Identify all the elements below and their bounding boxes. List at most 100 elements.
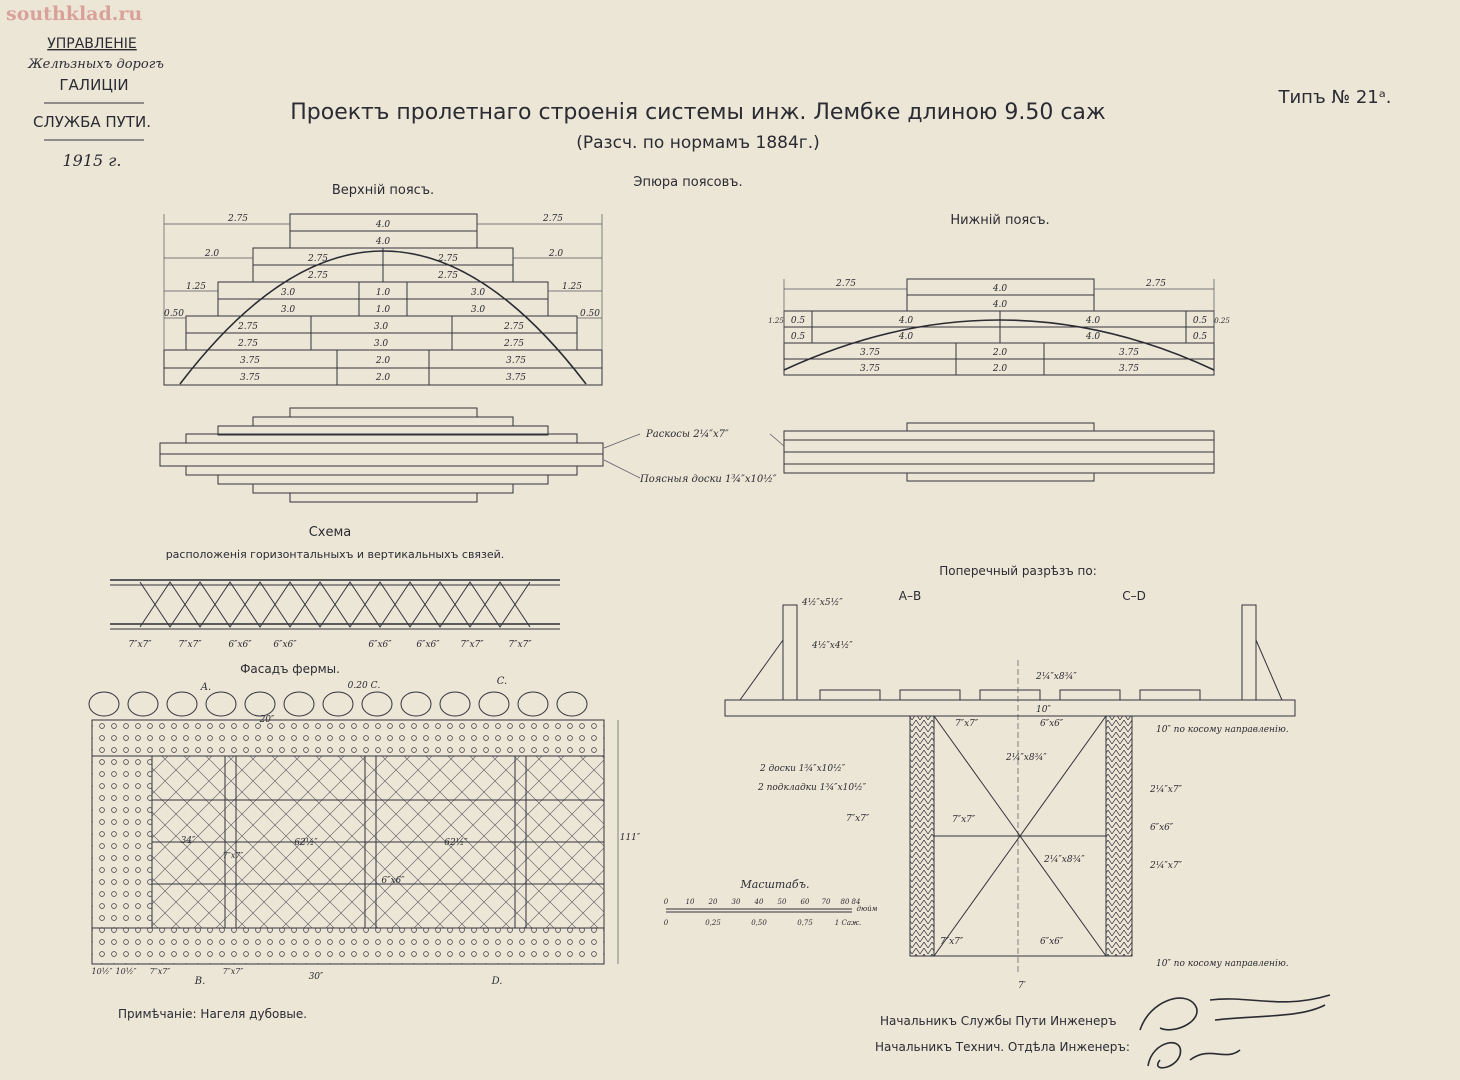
- section-dim: 7″х7″: [955, 719, 979, 729]
- section-dim: 7″х7″: [952, 815, 976, 825]
- right-post: [1241, 604, 1257, 701]
- chord-board: [428, 367, 603, 386]
- scale-bar: Масштабъ. 0 10 20 30 40 50 60 70 80 84 0…: [664, 878, 878, 927]
- scale-tick: 0: [664, 898, 669, 906]
- scale-tick: 84: [852, 898, 861, 906]
- section-dim: 2¼″х8¾″: [1035, 671, 1077, 682]
- section-dim: 2 подкладки 1¾″х10½″: [757, 782, 867, 793]
- lower-chord-plan: [783, 422, 1215, 482]
- upper-moment-curve: [179, 250, 587, 385]
- chord-board: [1043, 358, 1215, 376]
- dim-label: 1.25: [562, 282, 582, 292]
- facade-dim: 34″: [181, 836, 196, 846]
- scheme-label: 6″х6″: [273, 640, 297, 650]
- scheme-subtitle: расположенія горизонтальныхъ и вертикаль…: [166, 548, 505, 561]
- watermark: southklad.ru: [6, 3, 142, 25]
- signature-line2: Начальникъ Технич. Отдѣла Инженеръ:: [875, 1040, 1130, 1054]
- scheme-label: 7″х7″: [128, 640, 152, 650]
- board-label: 3.75: [240, 373, 260, 383]
- section-dim: 2¼″х7″: [1149, 784, 1183, 795]
- lower-chord-boards: [783, 278, 1215, 376]
- board-label: 3.75: [506, 356, 526, 366]
- scheme-label: 7″х7″: [460, 640, 484, 650]
- scheme-title: Схема: [309, 525, 352, 540]
- board-label: 4.0: [898, 316, 914, 326]
- board-label: 3.75: [240, 356, 260, 366]
- board-label: 3.0: [374, 322, 389, 332]
- scale-tick: 10: [686, 898, 695, 906]
- facade-mark-d: D.: [491, 976, 503, 987]
- upper-chord-title: Верхній поясъ.: [332, 183, 434, 198]
- board-label: 3.0: [281, 305, 296, 315]
- scheme-label: 6″х6″: [416, 640, 440, 650]
- dim-label: 2.0: [204, 249, 220, 259]
- board-label: 1.0: [376, 288, 391, 298]
- facade-dim: 7″х7″: [223, 851, 244, 860]
- board-label: 0.5: [791, 316, 806, 326]
- type-label: Типъ № 21ᵃ.: [1277, 87, 1391, 108]
- board-label: 3.0: [471, 288, 486, 298]
- dim-label: 0.25: [1214, 317, 1230, 325]
- lower-chord-title: Нижній поясъ.: [950, 213, 1049, 228]
- board-label: 2.0: [992, 364, 1008, 374]
- section-title: Поперечный разрѣзъ по:: [939, 564, 1097, 578]
- left-post: [782, 604, 798, 701]
- facade-dim: 111″: [620, 833, 641, 843]
- scale-tick: 0,75: [797, 919, 813, 927]
- dim-label: 1.25: [768, 317, 784, 325]
- board-label: 2.0: [375, 373, 391, 383]
- board-label: 4.0: [1085, 332, 1101, 342]
- board-label: 3.0: [471, 305, 486, 315]
- board-label: 4.0: [375, 237, 391, 247]
- board-label: 4.0: [375, 220, 391, 230]
- dim-label: 2.75: [542, 214, 563, 224]
- board-label: 4.0: [898, 332, 914, 342]
- scale-tick: 80: [841, 898, 850, 906]
- board-label: 1.0: [376, 305, 391, 315]
- section-dim: 6″х6″: [1150, 823, 1174, 833]
- board-label: 3.75: [860, 348, 880, 358]
- board-label: 2.75: [237, 339, 258, 349]
- dim-label: 1.25: [186, 282, 206, 292]
- section-dim: 2¼″х7″: [1149, 860, 1183, 871]
- handwritten-signature: [1139, 994, 1331, 1069]
- facade-dim: 7″х7″: [150, 967, 171, 976]
- scale-tick: 20: [708, 898, 718, 906]
- board-label: 2.75: [437, 271, 458, 281]
- upper-dimension-lines: [163, 214, 603, 350]
- facade-mark-c: C.: [497, 676, 507, 687]
- section-dim: 6″х6″: [1040, 937, 1064, 947]
- scale-unit: дюйм: [857, 905, 878, 913]
- facade-dim: 20″: [259, 715, 275, 725]
- section-dim: 6″х6″: [1040, 719, 1064, 729]
- section-dim: 4½″х5½″: [801, 597, 843, 608]
- dim-label: 2.75: [1145, 279, 1166, 289]
- scale-title: Масштабъ.: [740, 878, 810, 891]
- upper-chord-plan: [159, 407, 604, 503]
- section-dim: 10″: [1036, 705, 1051, 715]
- scheme-label: 6″х6″: [228, 640, 252, 650]
- board-label: 2.75: [307, 271, 328, 281]
- facade-title: Фасадъ фермы.: [240, 662, 340, 676]
- lower-chord-diagram: Нижній поясъ. 4.0 4.0 0.5 4.0 4.0: [768, 213, 1230, 376]
- board-label: 3.75: [860, 364, 880, 374]
- scale-tick: 50: [778, 898, 787, 906]
- board-label: 2.75: [437, 254, 458, 264]
- right-chord-stack: [1105, 715, 1133, 957]
- board-label: 2.75: [237, 322, 258, 332]
- truss-facade: Фасадъ фермы. A. C. B: [88, 662, 641, 987]
- board-label: 2.0: [992, 348, 1008, 358]
- board-label: 0.5: [791, 332, 806, 342]
- section-dim: 2¼″х8¾″: [1005, 752, 1047, 763]
- header-block: УПРАВЛЕНІЕ Желѣзныхъ дорогъ ГАЛИЦІИ СЛУЖ…: [27, 36, 164, 170]
- scale-tick: 40: [754, 898, 764, 906]
- drawing-subtitle: (Разсч. по нормамъ 1884г.): [576, 133, 819, 153]
- plan-callouts: Раскосы 2¼″х7″ Поясныя доски 1¾″х10½″: [603, 429, 785, 485]
- dim-label: 2.0: [548, 249, 564, 259]
- board-label: 3.75: [506, 373, 526, 383]
- scale-tick: 0: [664, 919, 669, 927]
- board-label: 3.0: [374, 339, 389, 349]
- facade-dim: 10½″: [92, 967, 113, 976]
